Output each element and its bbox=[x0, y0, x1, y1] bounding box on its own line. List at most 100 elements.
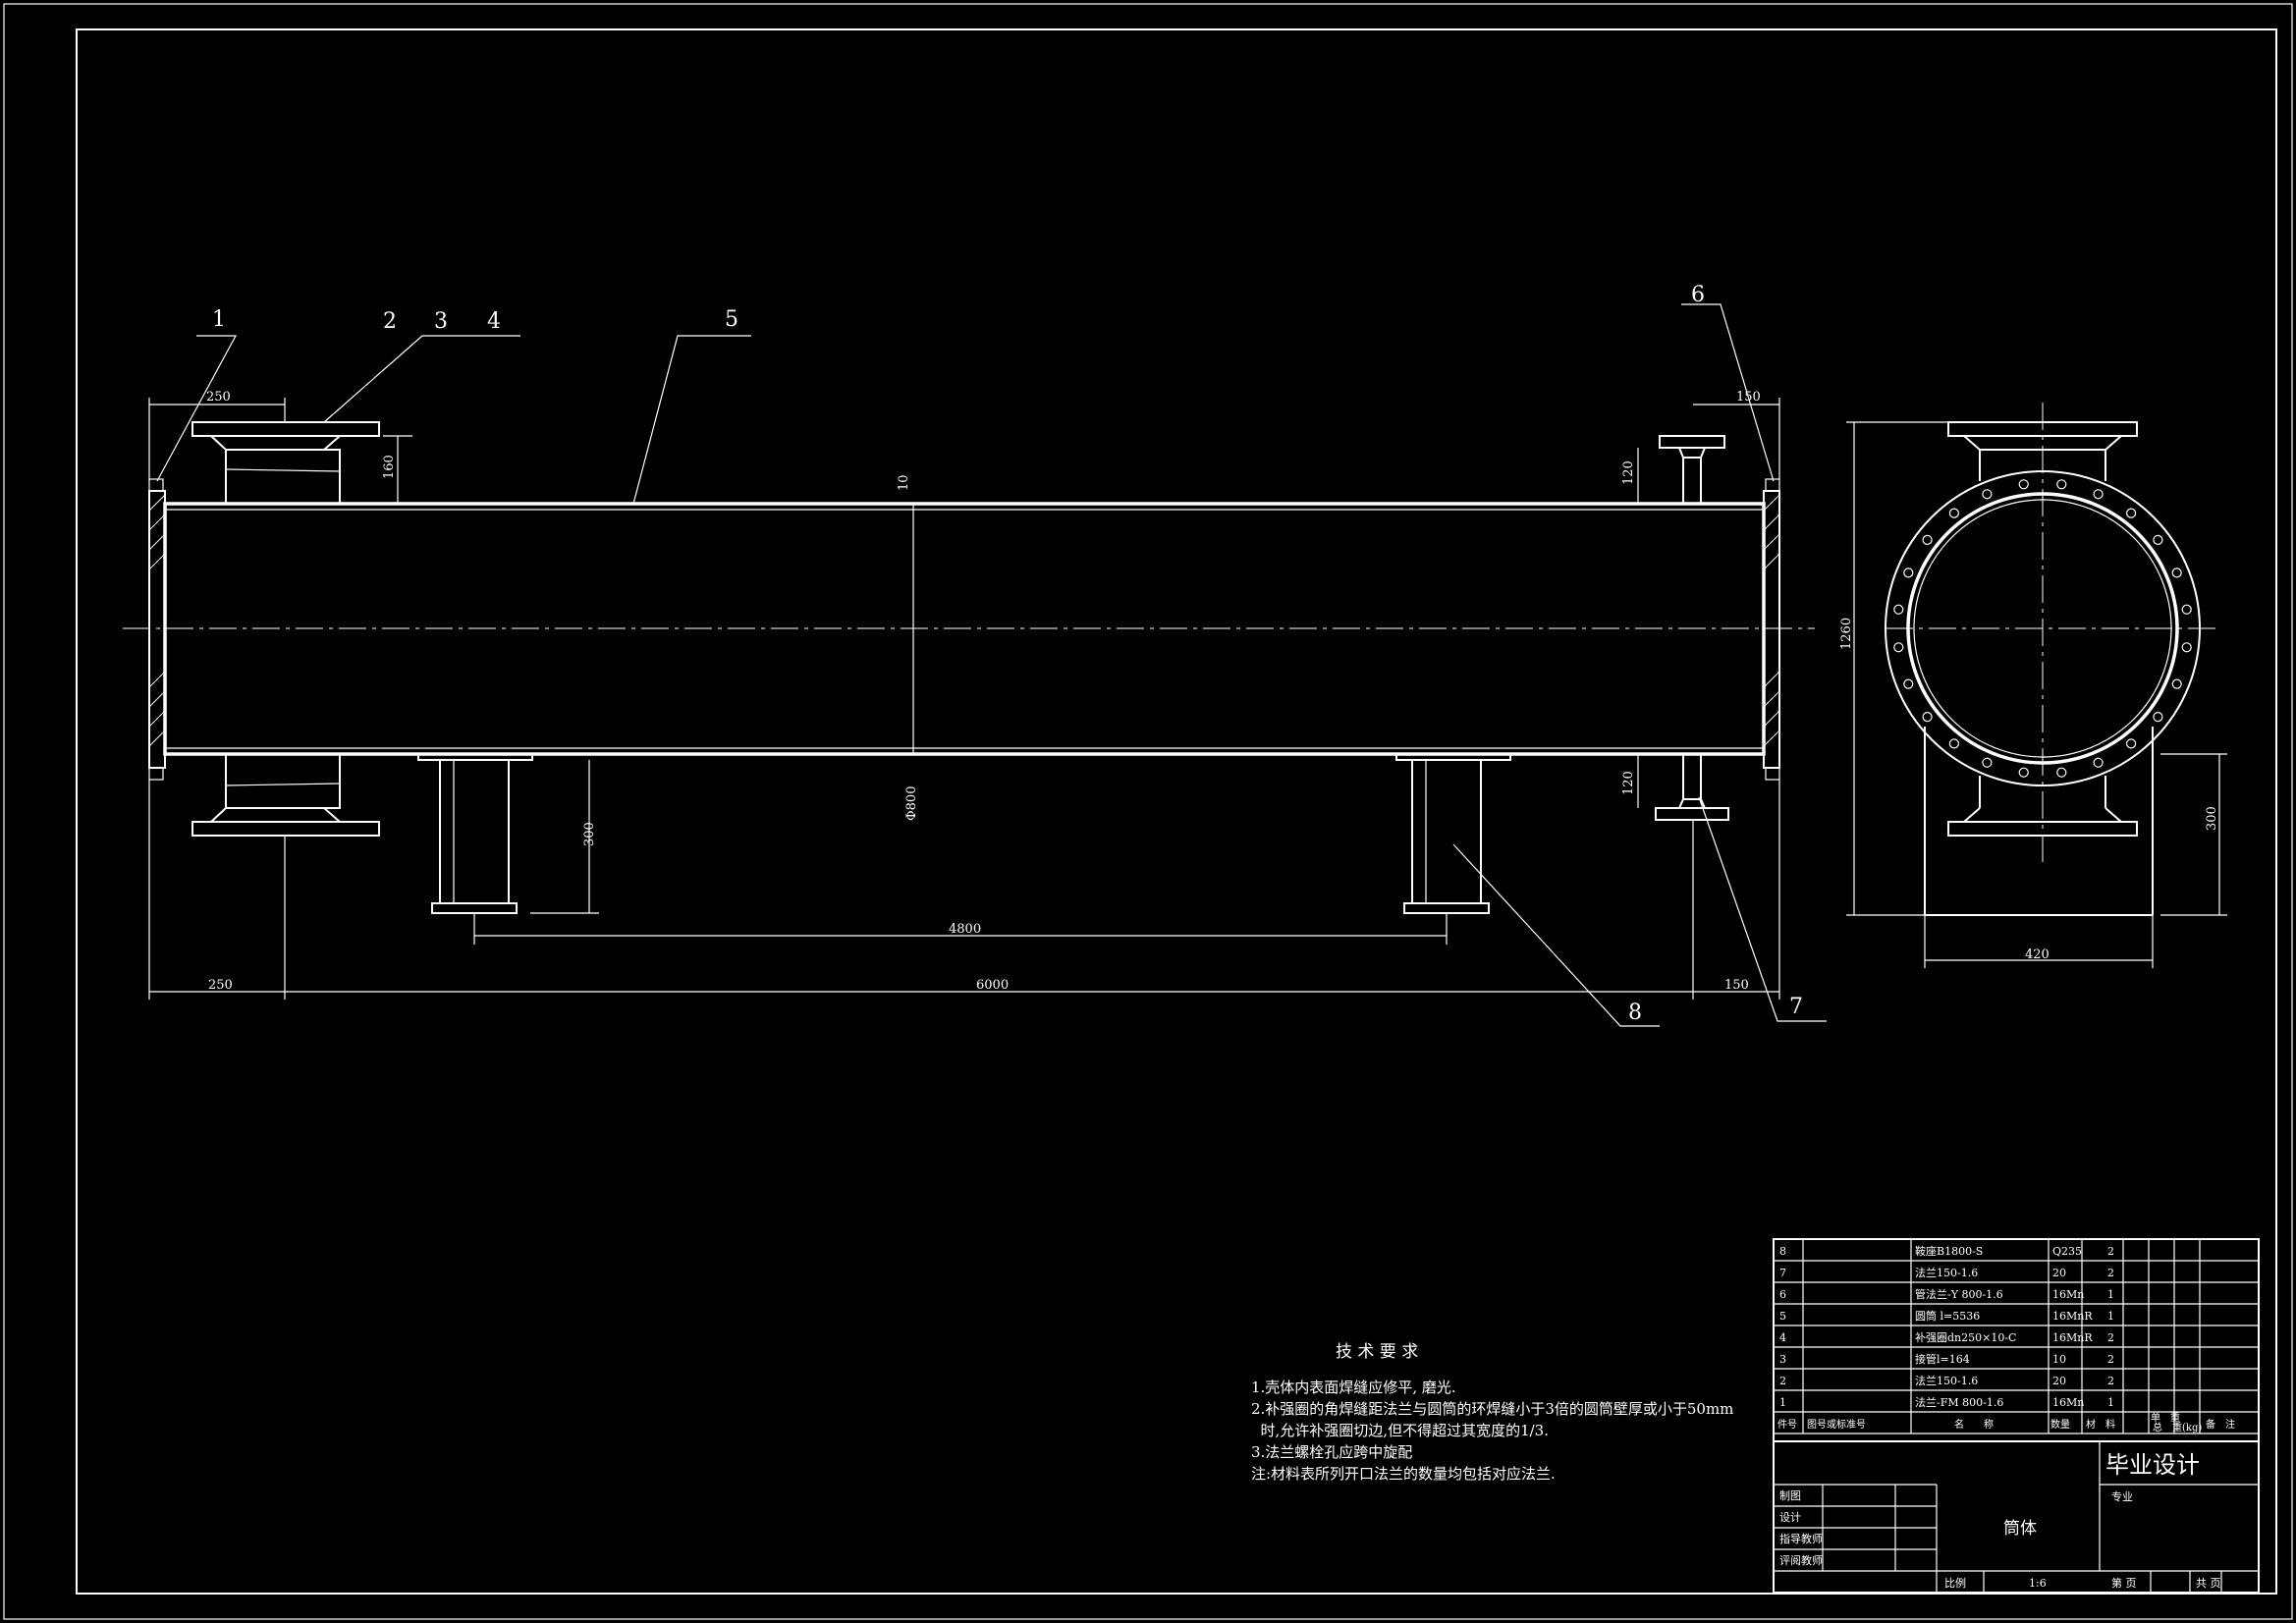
bottom-right-nozzle bbox=[1655, 753, 1729, 821]
bolt-holes bbox=[1893, 479, 2192, 778]
part-label-3: 3 bbox=[434, 309, 448, 334]
bolt-hole bbox=[2126, 738, 2137, 749]
bolt-hole bbox=[2056, 767, 2067, 778]
dim-side-support-h: 300 bbox=[2205, 806, 2219, 831]
dim-right-len: 150 bbox=[1736, 390, 1761, 405]
bom-header-cell: 数量 bbox=[2050, 1418, 2070, 1431]
dim-nozzle-h: 160 bbox=[382, 455, 397, 479]
front-view bbox=[123, 303, 1827, 1027]
bom-cell: 8 bbox=[1779, 1245, 1786, 1258]
dim-right-nozzle-h-bottom: 120 bbox=[1621, 771, 1636, 795]
part-label-2: 2 bbox=[383, 309, 397, 334]
major-label: 专业 bbox=[2111, 1489, 2133, 1503]
dim-support-h: 300 bbox=[582, 822, 597, 846]
bolt-hole bbox=[2093, 489, 2104, 500]
bom-cell: 20 bbox=[2052, 1375, 2066, 1387]
tech-title: 技 术 要 求 bbox=[1336, 1342, 1418, 1362]
tech-line-4: 3.法兰螺栓孔应跨中旋配 bbox=[1251, 1443, 1412, 1461]
part-label-5: 5 bbox=[725, 307, 738, 332]
bom-cell: 2 bbox=[1779, 1375, 1786, 1387]
tech-line-5: 注:材料表所列开口法兰的数量均包括对应法兰. bbox=[1251, 1465, 1556, 1483]
bolt-hole bbox=[2056, 479, 2067, 490]
bolt-hole bbox=[2171, 678, 2182, 689]
tech-line-2: 2.补强圈的角焊缝距法兰与圆筒的环焊缝小于3倍的圆筒壁厚或小于50mm bbox=[1251, 1400, 1733, 1418]
flange-circle bbox=[1885, 470, 2201, 786]
dim-side-h: 1260 bbox=[1839, 618, 1854, 650]
bottom-left-nozzle bbox=[191, 753, 380, 837]
bom-cell: 2 bbox=[2107, 1375, 2114, 1387]
bom-header-cell: 总 重(kg) bbox=[2153, 1421, 2202, 1434]
bolt-hole bbox=[2018, 767, 2029, 778]
bom-cell: 2 bbox=[2107, 1353, 2114, 1366]
bom-header-cell: 图号或标准号 bbox=[1807, 1419, 1866, 1431]
scale-value: 1:6 bbox=[2029, 1577, 2047, 1590]
dim-bottom-left: 250 bbox=[208, 978, 233, 993]
bom-cell: 1 bbox=[1779, 1396, 1786, 1409]
part-name: 筒体 bbox=[2003, 1519, 2037, 1539]
bolt-hole bbox=[1903, 568, 1914, 578]
bom-cell: 管法兰-Y 800-1.6 bbox=[1915, 1287, 2003, 1301]
bom-header-cell: 备 注 bbox=[2206, 1418, 2235, 1431]
bom-cell: 1 bbox=[2107, 1288, 2114, 1301]
bom-cell: 4 bbox=[1779, 1331, 1786, 1344]
sheet-label: 第 页 bbox=[2111, 1576, 2137, 1590]
dim-side-width: 420 bbox=[2025, 947, 2050, 962]
bom-cell: 10 bbox=[2052, 1353, 2066, 1366]
bom-cell: 1 bbox=[2107, 1396, 2114, 1409]
bolt-hole bbox=[2153, 534, 2163, 546]
bolt-hole bbox=[1982, 489, 1993, 500]
dim-wall: 10 bbox=[897, 474, 911, 491]
dim-total-len: 6000 bbox=[976, 978, 1009, 993]
bolt-hole bbox=[2153, 711, 2163, 723]
bolt-hole bbox=[2181, 642, 2192, 653]
part-label-8: 8 bbox=[1628, 1001, 1642, 1025]
outer-frame bbox=[3, 3, 2293, 1620]
bolt-hole bbox=[1922, 534, 1933, 546]
inner-frame bbox=[76, 28, 2277, 1595]
scale-label: 比例 bbox=[1944, 1576, 1966, 1590]
bom-cell: 16Mn bbox=[2052, 1288, 2084, 1301]
role-drafter: 制图 bbox=[1779, 1489, 1801, 1502]
dim-right-nozzle-h-top: 120 bbox=[1621, 460, 1636, 485]
bolt-hole bbox=[1982, 757, 1993, 768]
title-block-lines bbox=[1773, 1238, 2260, 1594]
bom-cell: 16MnR bbox=[2052, 1331, 2093, 1344]
shell-circle-outer bbox=[1906, 492, 2179, 765]
bolt-hole bbox=[2018, 479, 2029, 490]
tech-line-3: 时,允许补强圈切边,但不得超过其宽度的1/3. bbox=[1251, 1422, 1549, 1439]
bom-header-cell: 名 称 bbox=[1954, 1418, 1994, 1431]
part-label-7: 7 bbox=[1789, 995, 1803, 1019]
bolt-hole bbox=[2171, 568, 2182, 578]
bom-header-cell: 材 料 bbox=[2086, 1418, 2115, 1431]
bom-cell: Q235 bbox=[2052, 1245, 2082, 1258]
dim-bottom-right: 150 bbox=[1724, 978, 1749, 993]
part-label-4: 4 bbox=[487, 309, 501, 334]
tech-line-1: 1.壳体内表面焊缝应修平, 磨光. bbox=[1251, 1379, 1456, 1396]
bolt-hole bbox=[2126, 508, 2137, 518]
dim-left-len: 250 bbox=[206, 390, 231, 405]
bom-cell: 2 bbox=[2107, 1331, 2114, 1344]
role-advisor: 指导教师 bbox=[1779, 1532, 1823, 1545]
bolt-hole bbox=[1903, 678, 1914, 689]
side-view bbox=[1846, 403, 2227, 968]
part-label-1: 1 bbox=[212, 307, 226, 332]
leader-lines bbox=[156, 303, 1827, 1027]
bom-cell: 圆筒 l=5536 bbox=[1915, 1309, 1980, 1323]
bom-cell: 2 bbox=[2107, 1267, 2114, 1279]
role-reviewer: 评阅教师 bbox=[1779, 1554, 1823, 1567]
bom-cell: 5 bbox=[1779, 1310, 1786, 1323]
bolt-hole bbox=[2181, 604, 2192, 615]
bom-cell: 20 bbox=[2052, 1267, 2066, 1279]
bom-cell: 补强圈dn250×10-C bbox=[1915, 1331, 2016, 1344]
bom-header-cell: 件号 bbox=[1777, 1419, 1797, 1431]
bom-cell: 法兰150-1.6 bbox=[1915, 1266, 1978, 1279]
total-sheets-label: 共 页 bbox=[2196, 1577, 2221, 1590]
bom-cell: 法兰-FM 800-1.6 bbox=[1915, 1395, 2003, 1409]
bolt-hole bbox=[1948, 738, 1960, 749]
bom-header-cell: 单 重 bbox=[2151, 1411, 2180, 1424]
bom-cell: 6 bbox=[1779, 1288, 1786, 1301]
bom-cell: 鞍座B1800-S bbox=[1915, 1244, 1983, 1258]
dim-diameter: Φ800 bbox=[904, 786, 919, 821]
